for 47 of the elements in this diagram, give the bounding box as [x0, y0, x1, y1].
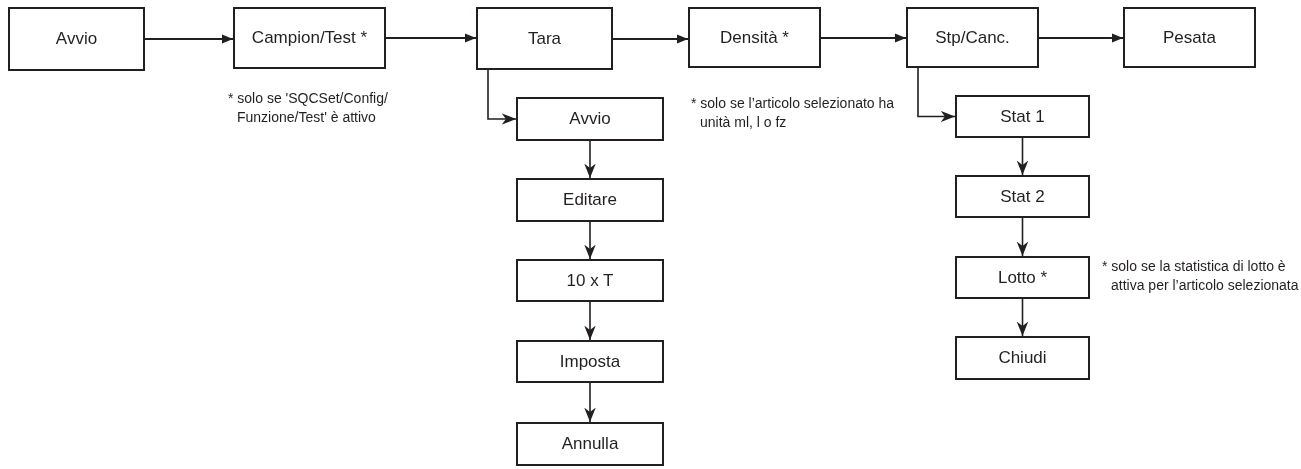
- process-box: [8, 7, 145, 71]
- arrow: [821, 33, 906, 43]
- arrow: [584, 382, 596, 423]
- footnote: * solo se l’articolo selezionato ha unità ml, l o fz: [691, 94, 896, 132]
- process-box: [516, 422, 664, 466]
- process-box: [1123, 7, 1256, 68]
- box-label: Campion/Test *: [251, 28, 368, 48]
- box-label: Stat 2: [1000, 186, 1045, 207]
- process-box: [233, 7, 386, 69]
- process-box: [688, 7, 821, 68]
- box-label: Stp/Canc.: [935, 27, 1010, 48]
- process-box: [955, 95, 1090, 138]
- arrow: [584, 140, 596, 179]
- box-label: Avvio: [569, 109, 611, 129]
- process-box: [955, 336, 1090, 380]
- process-box: [955, 175, 1090, 218]
- arrow: [613, 34, 688, 44]
- process-box: [516, 259, 664, 302]
- arrow: [1016, 137, 1029, 176]
- arrow: [1039, 33, 1123, 43]
- process-box: [476, 7, 613, 70]
- box-label: Chiudi: [998, 348, 1047, 368]
- arrow: [584, 221, 596, 260]
- process-box: [516, 97, 664, 141]
- box-label: 10 x T: [566, 270, 614, 291]
- arrow: [584, 301, 596, 341]
- process-box: [516, 178, 664, 222]
- arrow: [1016, 298, 1029, 337]
- arrow: [917, 67, 956, 123]
- process-box: [955, 256, 1090, 299]
- arrow: [145, 34, 233, 44]
- box-label: Avvio: [55, 29, 98, 49]
- footnote: * solo se 'SQCSet/Config/ Funzione/Test' è attivo: [228, 89, 389, 127]
- box-label: Editare: [563, 190, 617, 210]
- process-box: [906, 7, 1039, 68]
- process-box: [516, 340, 664, 383]
- arrow: [487, 69, 517, 125]
- box-label: Densità *: [720, 27, 789, 48]
- footnote: * solo se la statistica di lotto è attiva per l’articolo selezionata: [1102, 257, 1300, 295]
- arrow: [386, 33, 476, 43]
- box-label: Annulla: [561, 434, 619, 454]
- arrow: [1016, 217, 1029, 257]
- box-label: Imposta: [559, 351, 621, 372]
- box-label: Lotto *: [997, 267, 1048, 288]
- box-label: Tara: [527, 28, 562, 49]
- box-label: Pesata: [1163, 27, 1216, 48]
- box-label: Stat 1: [1000, 106, 1045, 127]
